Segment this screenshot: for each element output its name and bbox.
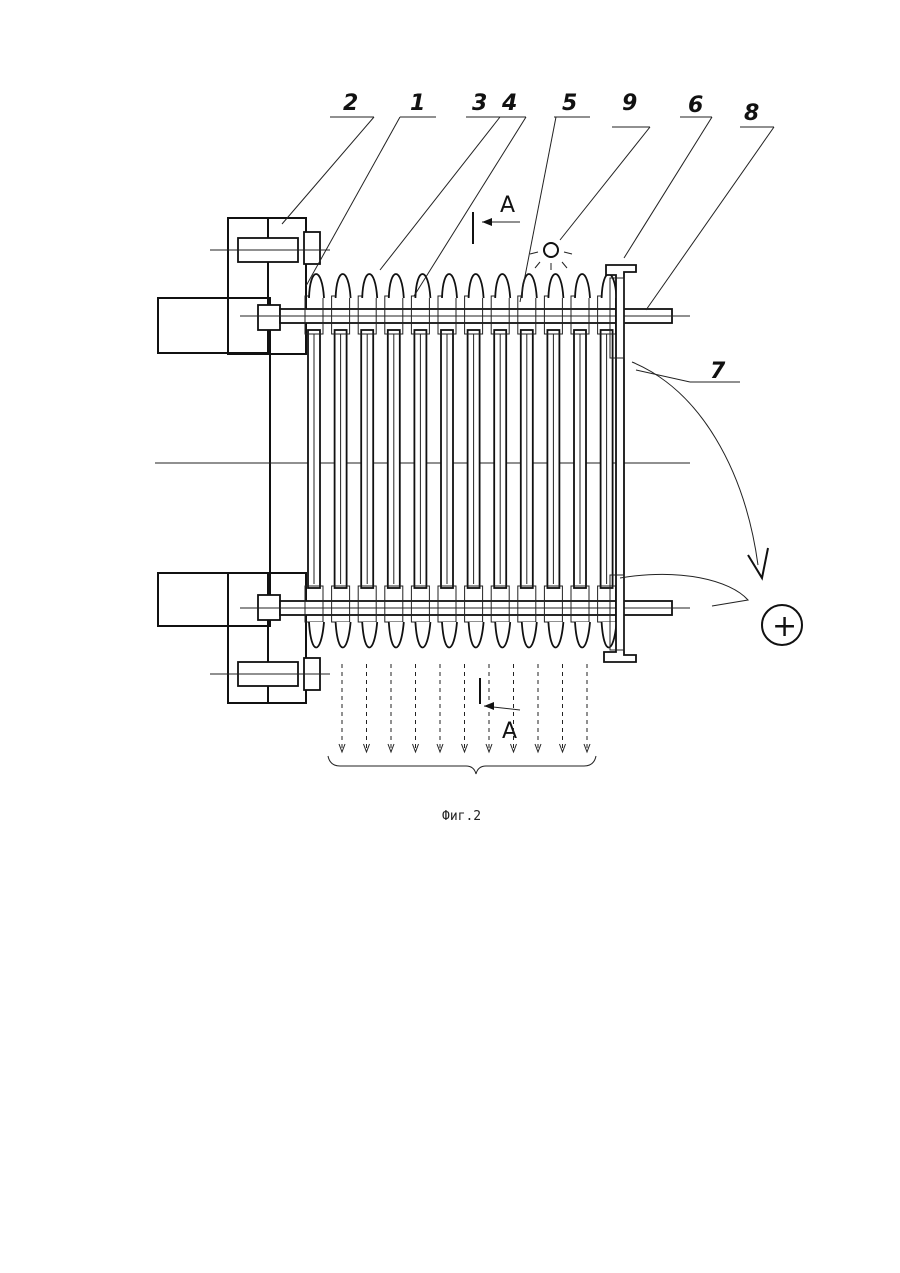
fin-bottom <box>575 622 590 648</box>
fin-bottom <box>415 622 430 648</box>
fins-bottom <box>309 622 617 648</box>
section-letter-bottom: А <box>502 719 517 744</box>
label-6: 6 <box>688 93 703 118</box>
fin-top <box>575 274 590 298</box>
fin-top <box>442 274 457 298</box>
fin-bottom <box>602 622 617 648</box>
fin-bottom <box>495 622 510 648</box>
label-2: 2 <box>343 91 358 116</box>
fin-bottom <box>336 622 351 648</box>
flow-brace <box>328 756 596 774</box>
label-1: 1 <box>410 91 425 116</box>
fin-top <box>389 274 404 298</box>
pipe-wall-bottom <box>158 573 270 626</box>
fin-top <box>469 274 484 298</box>
label-9: 9 <box>622 91 637 116</box>
plus-symbol: + <box>772 609 797 644</box>
fin-top <box>336 274 351 298</box>
plate-stack <box>305 296 616 622</box>
fin-top <box>362 274 377 298</box>
fin-bottom <box>469 622 484 648</box>
section-letter-top: А <box>500 193 515 218</box>
section-marker-top: А <box>473 193 520 244</box>
fin-bottom <box>389 622 404 648</box>
fin-bottom <box>522 622 537 648</box>
fin-top <box>495 274 510 298</box>
lamp-icon <box>530 243 572 270</box>
label-3: 3 <box>472 91 487 116</box>
fins-top <box>309 274 617 298</box>
label-4: 4 <box>501 91 517 116</box>
fin-top <box>548 274 563 298</box>
fin-top <box>309 274 324 298</box>
fin-bottom <box>309 622 324 648</box>
label-7: 7 <box>710 359 726 384</box>
section-marker-bottom: А <box>480 678 520 744</box>
fin-top <box>415 274 430 298</box>
label-5: 5 <box>562 91 577 116</box>
fin-bottom <box>548 622 563 648</box>
pipe-wall-top <box>158 298 270 353</box>
figure-caption: Фиг.2 <box>442 809 481 824</box>
label-8: 8 <box>744 101 759 126</box>
fin-bottom <box>362 622 377 648</box>
fin-top <box>522 274 537 298</box>
fin-bottom <box>442 622 457 648</box>
flow-arrows <box>339 664 590 752</box>
